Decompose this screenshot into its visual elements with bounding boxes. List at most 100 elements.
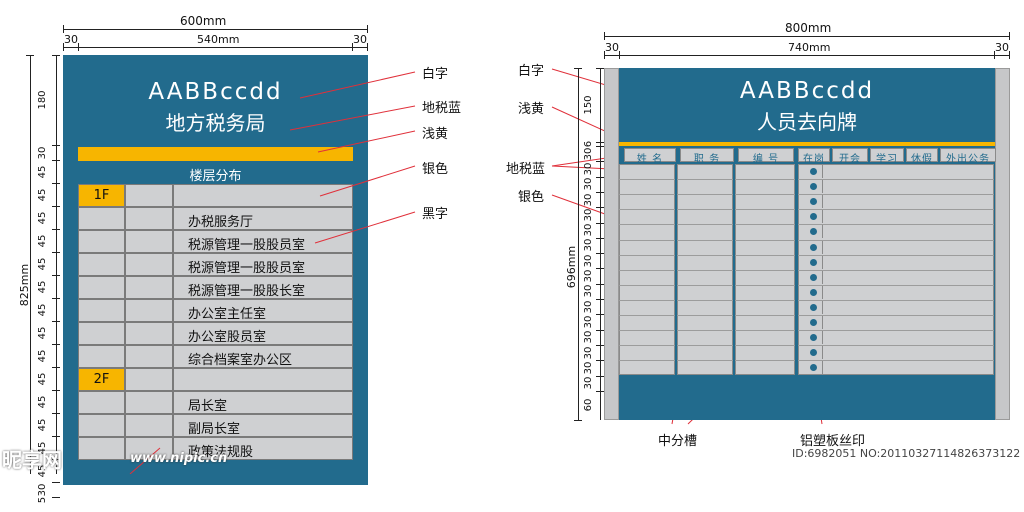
- callout-white-text: 白字: [422, 67, 449, 82]
- callout-aluminum-print: 铝塑板丝印: [800, 434, 866, 449]
- table-header-cell: 休假: [906, 148, 938, 165]
- room-cell: 政策法规股: [173, 437, 353, 460]
- callout-center-groove: 中分槽: [658, 434, 698, 449]
- callout-light-yellow: 浅黄: [422, 127, 449, 142]
- dim-740mm: 740mm: [788, 41, 831, 54]
- floor-cell: [78, 437, 125, 460]
- left-title-en: AABBccdd: [148, 79, 283, 105]
- room-name: 副局长室: [188, 422, 241, 437]
- table-header-label: 编 号: [752, 154, 780, 165]
- floor-header: 楼层分布: [189, 169, 242, 184]
- dim-30-right: 30: [353, 33, 367, 46]
- floor-cell: [78, 230, 125, 253]
- callout-white-text-r: 白字: [518, 64, 545, 79]
- left-title-cn: 地方税务局: [165, 111, 266, 135]
- floor-cell: [125, 299, 173, 322]
- room-cell: 办税服务厅: [173, 207, 353, 230]
- table-header-cell: 开会: [832, 148, 868, 165]
- table-header-label: 学习: [876, 154, 898, 165]
- right-row-dim: 60: [583, 398, 594, 412]
- right-side-right: [995, 68, 1010, 420]
- right-footer: [619, 390, 995, 420]
- floor-cell: [78, 276, 125, 299]
- dim-30-left-r: 30: [605, 41, 619, 54]
- callout-silver: 银色: [422, 162, 449, 177]
- dim-696mm: 696mm: [565, 245, 578, 289]
- right-header: [619, 68, 995, 142]
- table-header-cell: 职 务: [680, 148, 734, 165]
- watermark-url: www.nipic.cn: [130, 451, 228, 466]
- table-header-label: 开会: [839, 154, 861, 165]
- room-cell: 税源管理一股股员室: [173, 253, 353, 276]
- room-cell: 办公室股员室: [173, 322, 353, 345]
- status-dot: [810, 273, 817, 281]
- floor-cell: [125, 391, 173, 414]
- table-header-label: 休假: [911, 154, 933, 165]
- room-name: 办税服务厅: [188, 215, 254, 230]
- dim-540mm: 540mm: [197, 33, 240, 46]
- status-dot: [810, 198, 817, 206]
- right-title-cn: 人员去向牌: [757, 110, 857, 134]
- watermark-id: ID:6982051 NO:20110327114826373122: [792, 447, 1021, 460]
- room-name: 办公室股员室: [188, 330, 267, 345]
- left-yellow-bar: [78, 147, 353, 161]
- status-dot: [810, 303, 817, 311]
- room-name: 税源管理一股股员室: [188, 261, 306, 276]
- right-yellow-strip: [619, 142, 995, 146]
- table-header-cell: 学习: [870, 148, 904, 165]
- floor-cell: [125, 230, 173, 253]
- floor-cell: [78, 253, 125, 276]
- floor-cell: [125, 345, 173, 368]
- dim-800mm: 800mm: [785, 21, 832, 35]
- floor-cell: [78, 322, 125, 345]
- status-dot: [810, 288, 817, 296]
- table-header-cell: 外出公务: [940, 148, 996, 165]
- table-header-cell: 编 号: [738, 148, 794, 165]
- floor-cell: [125, 253, 173, 276]
- callout-silver-r: 银色: [518, 190, 545, 205]
- room-cell: 税源管理一股股员室: [173, 230, 353, 253]
- right-row-dim: 150: [583, 95, 594, 115]
- table-header-label: 外出公务: [946, 154, 990, 165]
- floor-cell: [125, 414, 173, 437]
- dim-600mm: 600mm: [180, 14, 227, 28]
- floor-label: 2F: [93, 372, 110, 387]
- floor-cell: [78, 391, 125, 414]
- callout-tax-blue: 地税蓝: [422, 101, 462, 116]
- floor-cell: [78, 414, 125, 437]
- left-row-dim: 5: [37, 496, 48, 503]
- floor-cell: [125, 184, 173, 207]
- status-dot: [810, 349, 817, 357]
- status-dot: [810, 364, 817, 372]
- status-dot: [810, 258, 817, 266]
- room-name: 税源管理一股股员室: [188, 238, 306, 253]
- table-header-label: 职 务: [693, 154, 721, 165]
- right-row-dim: 30: [583, 376, 594, 390]
- room-name: 综合档案室办公区: [188, 353, 293, 368]
- table-header-label: 在岗: [803, 154, 825, 165]
- status-dot: [810, 243, 817, 251]
- table-header-cell: 姓 名: [624, 148, 676, 165]
- status-dot: [810, 183, 817, 191]
- floor-cell: [78, 299, 125, 322]
- room-name: 政策法规股: [188, 445, 254, 460]
- room-cell: 副局长室: [173, 414, 353, 437]
- callout-light-yellow-r: 浅黄: [518, 102, 545, 117]
- callout-black-text: 黑字: [422, 207, 449, 222]
- room-name: 办公室主任室: [188, 307, 267, 322]
- room-name: 税源管理一股股长室: [188, 284, 306, 299]
- floor-cell: [125, 322, 173, 345]
- floor-cell: [125, 207, 173, 230]
- room-cell: 局长室: [173, 391, 353, 414]
- callout-tax-blue-r: 地税蓝: [506, 162, 546, 177]
- room-name: 局长室: [188, 399, 228, 414]
- table-header-cell: 在岗: [798, 148, 830, 165]
- floor-cell: [78, 345, 125, 368]
- floor-cell: [125, 437, 173, 460]
- table-header-label: 姓 名: [636, 154, 664, 165]
- dim-30-left: 30: [64, 33, 78, 46]
- status-dot: [810, 213, 817, 221]
- floor-label-cell: 2F: [78, 368, 125, 391]
- floor-cell: [78, 207, 125, 230]
